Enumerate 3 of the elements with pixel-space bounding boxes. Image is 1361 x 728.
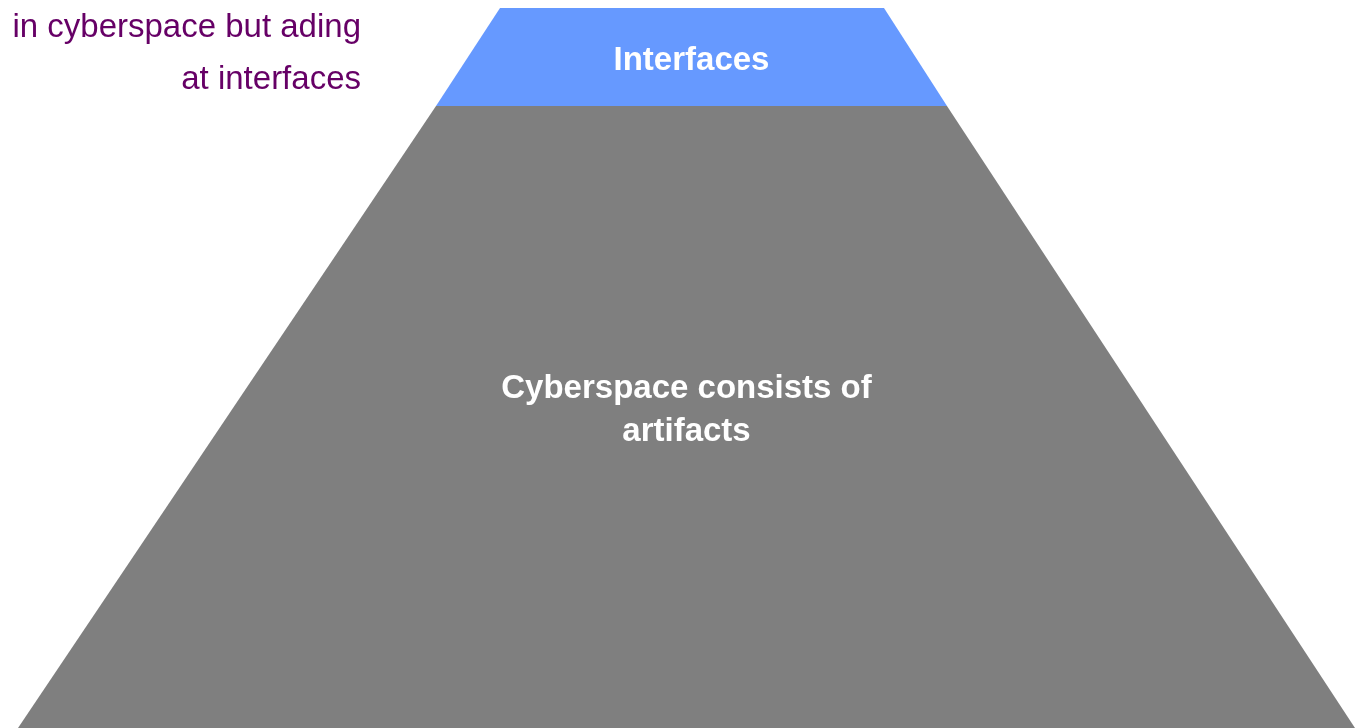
note-text: in cyberspace but ading at interfaces — [11, 6, 361, 98]
base-label: Cyberspace consists of artifacts — [500, 367, 873, 450]
band-label: Interfaces — [612, 39, 771, 79]
